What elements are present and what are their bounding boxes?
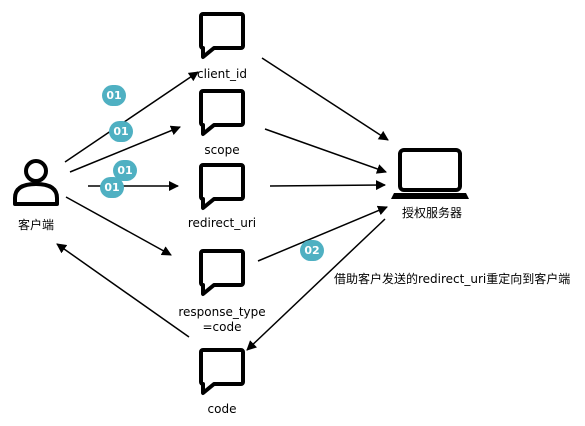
- arrow-client-to-scope: [69, 125, 181, 173]
- arrow-client-id-to-server: [261, 57, 389, 141]
- arrow-client-to-client-id: [64, 71, 199, 163]
- speech-bubble-icon-response-type: [199, 249, 245, 296]
- speech-bubble-icon-scope: [199, 89, 245, 136]
- code-label: code: [207, 402, 237, 416]
- redirect-uri-label: redirect_uri: [187, 216, 257, 230]
- speech-bubble-icon-code: [199, 348, 245, 395]
- arrow-server-to-code: [246, 218, 386, 351]
- speech-bubble-icon-client-id: [199, 12, 245, 59]
- step-badge: 01: [113, 160, 137, 181]
- arrow-redirect-uri-to-server: [269, 180, 386, 191]
- client-id-label: client_id: [197, 67, 247, 81]
- client-label: 客户端: [17, 218, 54, 232]
- step-badge: 01: [100, 177, 124, 198]
- arrow-client-to-response-type: [65, 196, 172, 256]
- speech-bubble-icon-redirect-uri: [199, 163, 245, 210]
- user-icon: [13, 159, 59, 206]
- laptop-icon: [391, 148, 469, 199]
- response-type-label-line2: =code: [202, 320, 242, 334]
- arrow-scope-to-server: [264, 128, 387, 174]
- arrow-code-to-client: [56, 243, 190, 338]
- redirect-annotation: 借助客户发送的redirect_uri重定向到客户端: [334, 272, 571, 286]
- step-badge: 01: [102, 85, 126, 106]
- arrow-response-type-to-server: [257, 205, 388, 262]
- response-type-label-line1: response_type: [178, 305, 266, 319]
- step-badge: 01: [109, 121, 133, 142]
- step-badge: 02: [300, 240, 324, 261]
- scope-label: scope: [204, 143, 240, 157]
- auth-server-label: 授权服务器: [401, 206, 462, 220]
